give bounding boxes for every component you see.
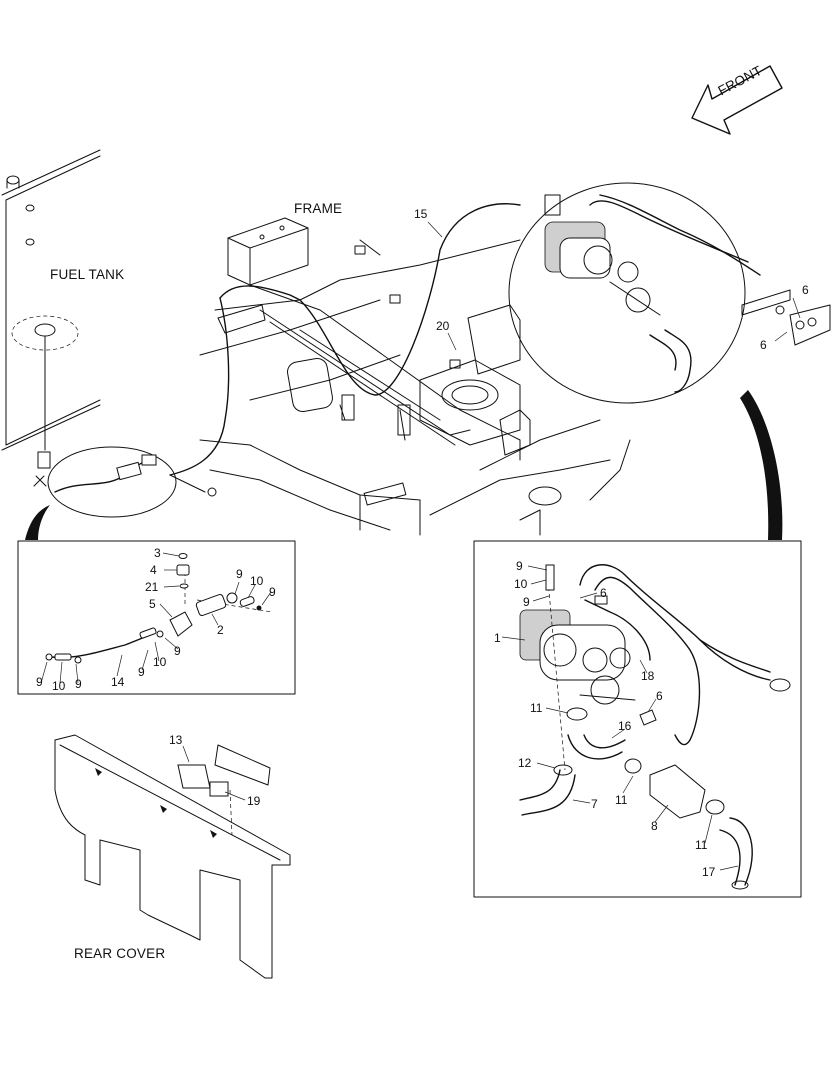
callout-r-11-c: 11 <box>695 838 708 852</box>
fuel-pump-inset-box <box>17 540 296 695</box>
callout-r-11-a: 11 <box>530 701 543 715</box>
callout-21: 21 <box>145 580 159 594</box>
fuel-line-15 <box>169 203 521 497</box>
callout-20: 20 <box>436 319 450 333</box>
rear-cover-label: REAR COVER <box>74 946 166 961</box>
callout-2: 2 <box>217 623 224 637</box>
callout-r-1: 1 <box>494 631 501 645</box>
frame-drawing <box>199 217 631 536</box>
callout-14: 14 <box>111 675 125 689</box>
callout-r-9-b: 9 <box>523 595 530 609</box>
callout-6-top-b: 6 <box>760 338 767 352</box>
callout-r-11-b: 11 <box>615 793 628 807</box>
callout-6-top-a: 6 <box>802 283 809 297</box>
callout-9-e: 9 <box>75 677 82 691</box>
heater-inset-box <box>473 540 802 898</box>
fuel-tank-drawing <box>1 149 101 487</box>
callout-13: 13 <box>169 733 183 747</box>
callout-r-8: 8 <box>651 819 658 833</box>
callout-r-17: 17 <box>702 865 716 879</box>
callout-r-6-a: 6 <box>600 586 607 600</box>
callout-3: 3 <box>154 546 161 560</box>
callout-r-9-a: 9 <box>516 559 523 573</box>
callout-10-b: 10 <box>153 655 167 669</box>
callout-r-10: 10 <box>514 577 528 591</box>
heater-fittings <box>741 289 831 346</box>
rear-cover-drawing <box>54 734 291 979</box>
callout-4: 4 <box>150 563 157 577</box>
callout-10-a: 10 <box>250 574 264 588</box>
callout-r-18: 18 <box>641 669 655 683</box>
callout-arrow-left <box>25 505 50 540</box>
fuel-pump-detail-bubble <box>47 446 177 518</box>
callout-r-7: 7 <box>591 797 598 811</box>
leader-lines <box>40 221 801 871</box>
callout-9-d: 9 <box>138 665 145 679</box>
frame-label: FRAME <box>294 201 343 216</box>
callout-10-c: 10 <box>52 679 66 693</box>
callout-r-16: 16 <box>618 719 632 733</box>
callout-9-a: 9 <box>236 567 243 581</box>
callout-15: 15 <box>414 207 428 221</box>
fuel-tank-label: FUEL TANK <box>50 267 125 282</box>
callout-19: 19 <box>247 794 261 808</box>
front-arrow <box>691 65 783 135</box>
callout-9-c: 9 <box>174 644 181 658</box>
callout-9-f: 9 <box>36 675 43 689</box>
callout-arrow-right <box>740 390 783 540</box>
callout-r-12: 12 <box>518 756 532 770</box>
callout-9-b: 9 <box>269 585 276 599</box>
heater-detail-bubble <box>508 182 761 404</box>
callout-5: 5 <box>149 597 156 611</box>
callout-r-6-b: 6 <box>656 689 663 703</box>
